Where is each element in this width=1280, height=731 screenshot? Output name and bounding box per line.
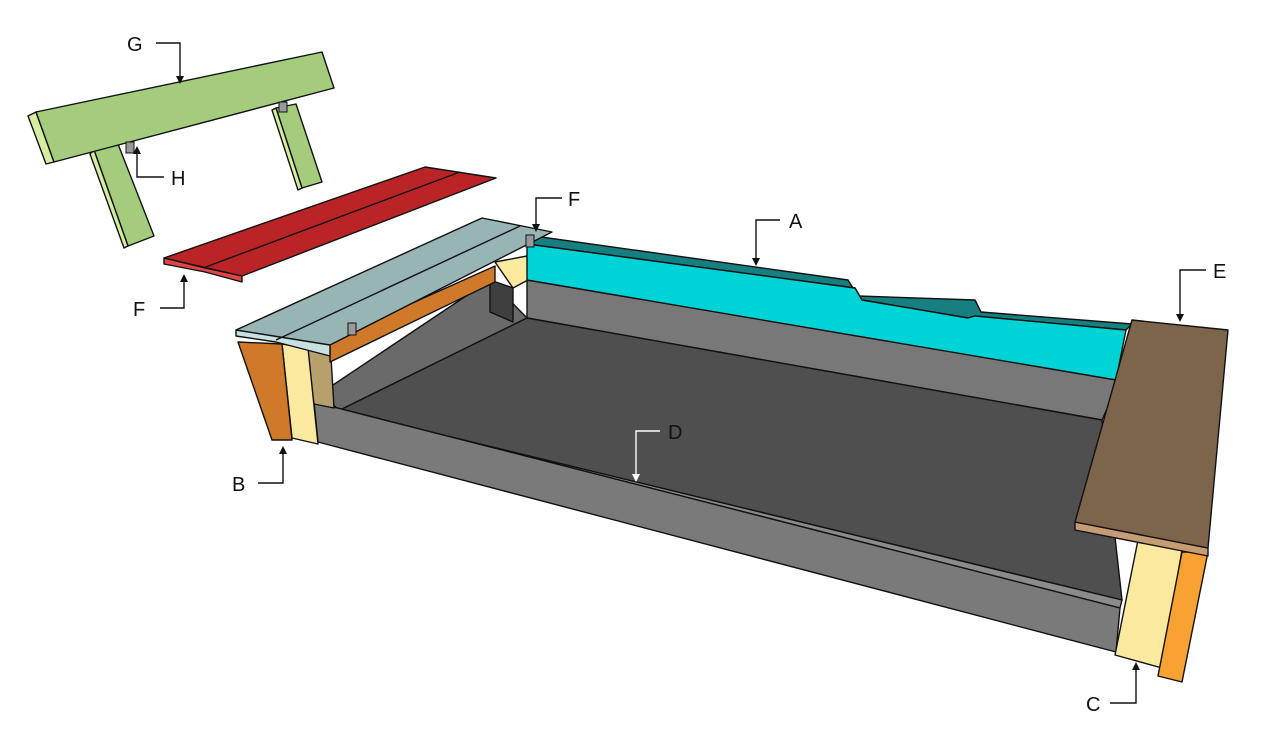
- label-f-seat: F: [133, 299, 145, 321]
- leader-f-lid: [535, 197, 562, 228]
- post-back-left-shade: [489, 279, 514, 323]
- backrest-board: [35, 51, 335, 163]
- label-h: H: [171, 168, 185, 190]
- back-board-a: [526, 234, 1133, 381]
- arrow-a: [752, 258, 760, 266]
- arrow-f-lid: [532, 224, 540, 232]
- label-b: B: [232, 474, 245, 496]
- leader-f-seat: [160, 278, 185, 309]
- backrest-leg-right: [275, 103, 323, 189]
- arrow-c: [1132, 662, 1140, 670]
- label-g: G: [127, 34, 143, 56]
- lid-hinge-2: [525, 234, 535, 248]
- arrow-h: [133, 146, 141, 154]
- backrest-leg-right-side: [271, 107, 303, 191]
- leader-h: [136, 150, 164, 178]
- label-d: D: [668, 422, 682, 444]
- side-rail-b: [237, 341, 293, 441]
- label-f-lid: F: [568, 189, 580, 211]
- lid-board-seam: [275, 225, 521, 341]
- leader-b: [258, 450, 284, 484]
- backrest-hinge-2: [278, 101, 288, 113]
- callouts: G H F F A E D B C: [127, 34, 1226, 716]
- leader-e: [1179, 269, 1206, 318]
- label-c: C: [1086, 694, 1100, 716]
- seat-board-e-top: [1074, 319, 1229, 549]
- seat-board-e: [1074, 319, 1229, 557]
- leader-g: [156, 42, 181, 80]
- lid-hinge-1: [347, 322, 357, 336]
- backrest-g: [27, 51, 335, 249]
- seat-f-top: [163, 166, 497, 277]
- lid-top: [235, 217, 553, 346]
- seat-f: [163, 166, 497, 283]
- label-e: E: [1213, 261, 1226, 283]
- lid-f: [235, 217, 553, 357]
- seat-f-seam: [202, 171, 461, 269]
- arrow-d: [632, 474, 640, 482]
- arrow-e: [1176, 314, 1184, 322]
- leader-c: [1110, 666, 1137, 704]
- label-a: A: [789, 211, 803, 233]
- arrow-f-seat: [180, 274, 188, 282]
- backrest-hinge-h: [125, 141, 135, 154]
- leader-d: [635, 430, 660, 478]
- arrow-b: [279, 446, 287, 454]
- back-board-a-face: [526, 243, 1127, 381]
- arrow-g: [176, 76, 184, 84]
- sandbox-body: [237, 255, 1209, 683]
- backrest-leg-left: [93, 143, 155, 247]
- leader-a: [755, 219, 780, 262]
